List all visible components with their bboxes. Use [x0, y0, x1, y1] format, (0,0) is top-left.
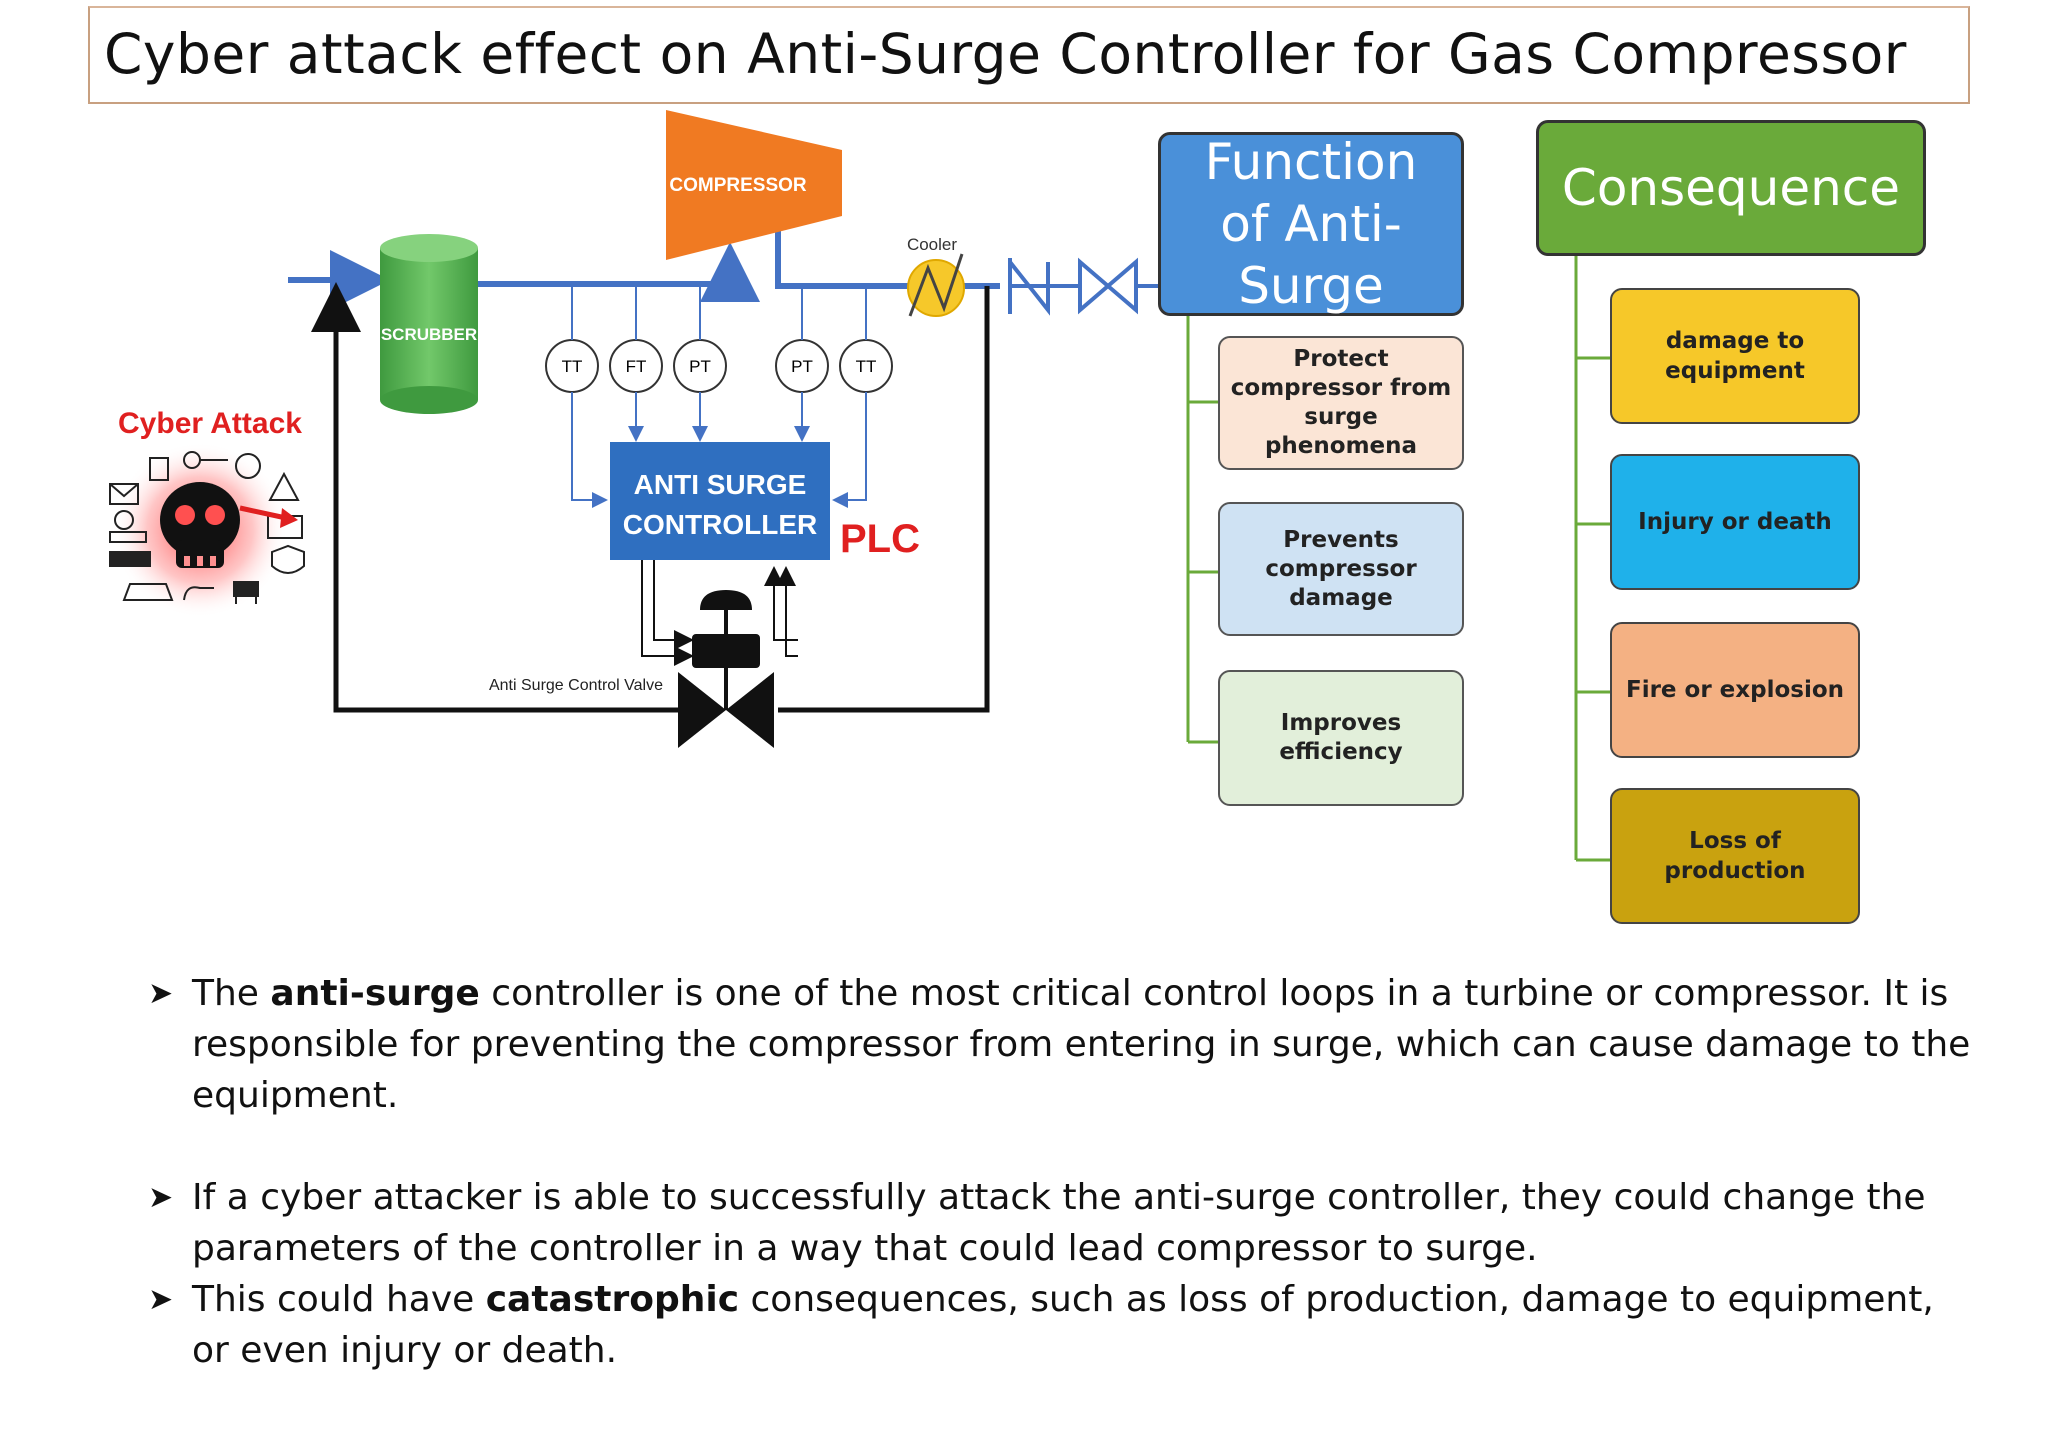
mail-icon	[109, 483, 139, 505]
function-item-prevents: Prevents compressor damage	[1218, 502, 1464, 636]
valve-label: Anti Surge Control Valve	[489, 677, 663, 694]
instrument-pt-2: PT	[775, 339, 829, 393]
bullet-item-1: ➤ The anti-surge controller is one of th…	[148, 968, 1978, 1121]
title-box: Cyber attack effect on Anti-Surge Contro…	[88, 6, 1970, 104]
cable-icon	[183, 586, 214, 601]
scrubber-label: SCRUBBER	[381, 325, 477, 344]
lock-icon	[149, 457, 169, 481]
shield-icon	[271, 544, 305, 574]
compressor-label: COMPRESSOR	[669, 175, 807, 196]
attack-arrow-icon	[239, 505, 287, 521]
page-title: Cyber attack effect on Anti-Surge Contro…	[104, 22, 1907, 86]
bullet-list: ➤ The anti-surge controller is one of th…	[148, 968, 1978, 1376]
process-diagram: SCRUBBER COMPRESSOR Cooler TT FT PT PT	[109, 110, 1612, 862]
svg-text:TT: TT	[562, 357, 583, 376]
cyber-attack: Cyber Attack	[109, 407, 305, 618]
svg-text:PT: PT	[791, 357, 813, 376]
instrument-tt-1: TT	[545, 339, 599, 393]
keyboard-icon	[109, 531, 147, 543]
svg-text:PT: PT	[689, 357, 711, 376]
drive-icon	[122, 583, 174, 601]
threat-icons	[109, 451, 305, 604]
bullet-arrow-icon: ➤	[148, 1282, 174, 1317]
consequence-item-loss: Loss of production	[1610, 788, 1860, 924]
function-header: Function of Anti-Surge	[1158, 132, 1464, 316]
bullet-arrow-icon: ➤	[148, 976, 174, 1011]
usb-icon	[109, 551, 151, 567]
signal-lines	[571, 284, 867, 508]
skull-icon	[160, 482, 240, 568]
compressor: COMPRESSOR	[666, 110, 842, 260]
cyber-attack-label: Cyber Attack	[118, 407, 302, 440]
function-tree	[1186, 312, 1220, 744]
function-item-efficiency: Improves efficiency	[1218, 670, 1464, 806]
anti-surge-controller: ANTI SURGE CONTROLLER	[610, 442, 830, 560]
valve-signals	[641, 560, 798, 666]
trojan-horse-icon	[233, 581, 259, 597]
instruments: TT FT PT PT TT	[545, 339, 893, 393]
consequence-header: Consequence	[1536, 120, 1926, 256]
controller-line2: CONTROLLER	[623, 509, 817, 540]
svg-text:FT: FT	[626, 357, 647, 376]
bullet-item-2: ➤ If a cyber attacker is able to success…	[148, 1172, 1978, 1274]
warning-icon	[268, 471, 300, 501]
recycle-loop	[311, 282, 990, 713]
instrument-ft: FT	[609, 339, 663, 393]
function-item-protect: Protect compressor from surge phenomena	[1218, 336, 1464, 470]
instrument-tt-2: TT	[839, 339, 893, 393]
bullet-item-3: ➤ This could have catastrophic consequen…	[148, 1274, 1978, 1376]
svg-text:TT: TT	[856, 357, 877, 376]
controller-line1: ANTI SURGE	[634, 469, 807, 500]
user-icon	[114, 510, 134, 530]
anti-surge-control-valve: Anti Surge Control Valve	[489, 590, 774, 748]
consequence-tree	[1574, 256, 1612, 862]
outlet-valves	[1008, 257, 1162, 316]
plc-label: PLC	[840, 517, 920, 561]
scrubber: SCRUBBER	[380, 234, 478, 414]
bullet-arrow-icon: ➤	[148, 1180, 174, 1215]
consequence-item-injury: Injury or death	[1610, 454, 1860, 590]
consequence-item-damage: damage to equipment	[1610, 288, 1860, 424]
cooler-label: Cooler	[907, 235, 957, 254]
instrument-pt-1: PT	[673, 339, 727, 393]
fingerprint-icon	[235, 453, 261, 479]
cooler: Cooler	[907, 235, 965, 317]
consequence-item-fire: Fire or explosion	[1610, 622, 1860, 758]
